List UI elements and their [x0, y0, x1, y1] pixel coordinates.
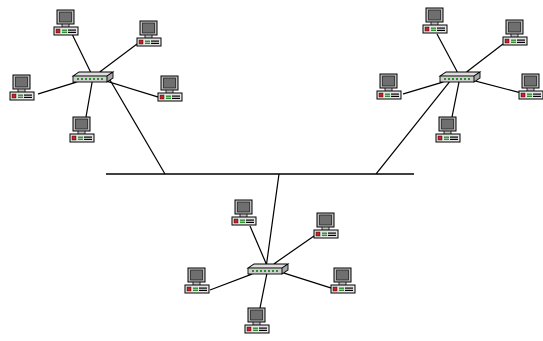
uplink-top-right: [375, 79, 452, 175]
computer-icon: [313, 212, 339, 239]
link: [85, 76, 94, 118]
computer-icon: [157, 75, 183, 102]
hub-icon: [247, 263, 289, 275]
uplink-top-left: [109, 79, 166, 175]
computer-icon: [136, 20, 162, 47]
link: [436, 33, 461, 78]
link: [249, 225, 269, 269]
uplink-bottom: [265, 173, 280, 269]
group-top-right: [376, 7, 543, 143]
computer-icon: [435, 116, 461, 143]
group-top-left: [9, 9, 183, 143]
computer-icon: [231, 199, 257, 226]
computer-icon: [9, 74, 35, 101]
link: [259, 267, 269, 309]
link: [459, 43, 504, 78]
hub-icon: [72, 71, 114, 83]
computer-icon: [518, 73, 543, 100]
computer-icon: [184, 267, 210, 294]
computer-icon: [502, 19, 528, 46]
link: [92, 43, 138, 78]
link: [451, 76, 461, 118]
link: [71, 33, 94, 78]
computer-icon: [422, 7, 448, 34]
hub-icon: [439, 71, 481, 83]
computer-icon: [330, 267, 356, 294]
computer-icon: [244, 307, 270, 334]
computer-icon: [376, 73, 402, 100]
group-bottom: [184, 199, 356, 334]
computer-icon: [53, 9, 79, 36]
computer-icon: [69, 116, 95, 143]
link: [267, 235, 315, 269]
